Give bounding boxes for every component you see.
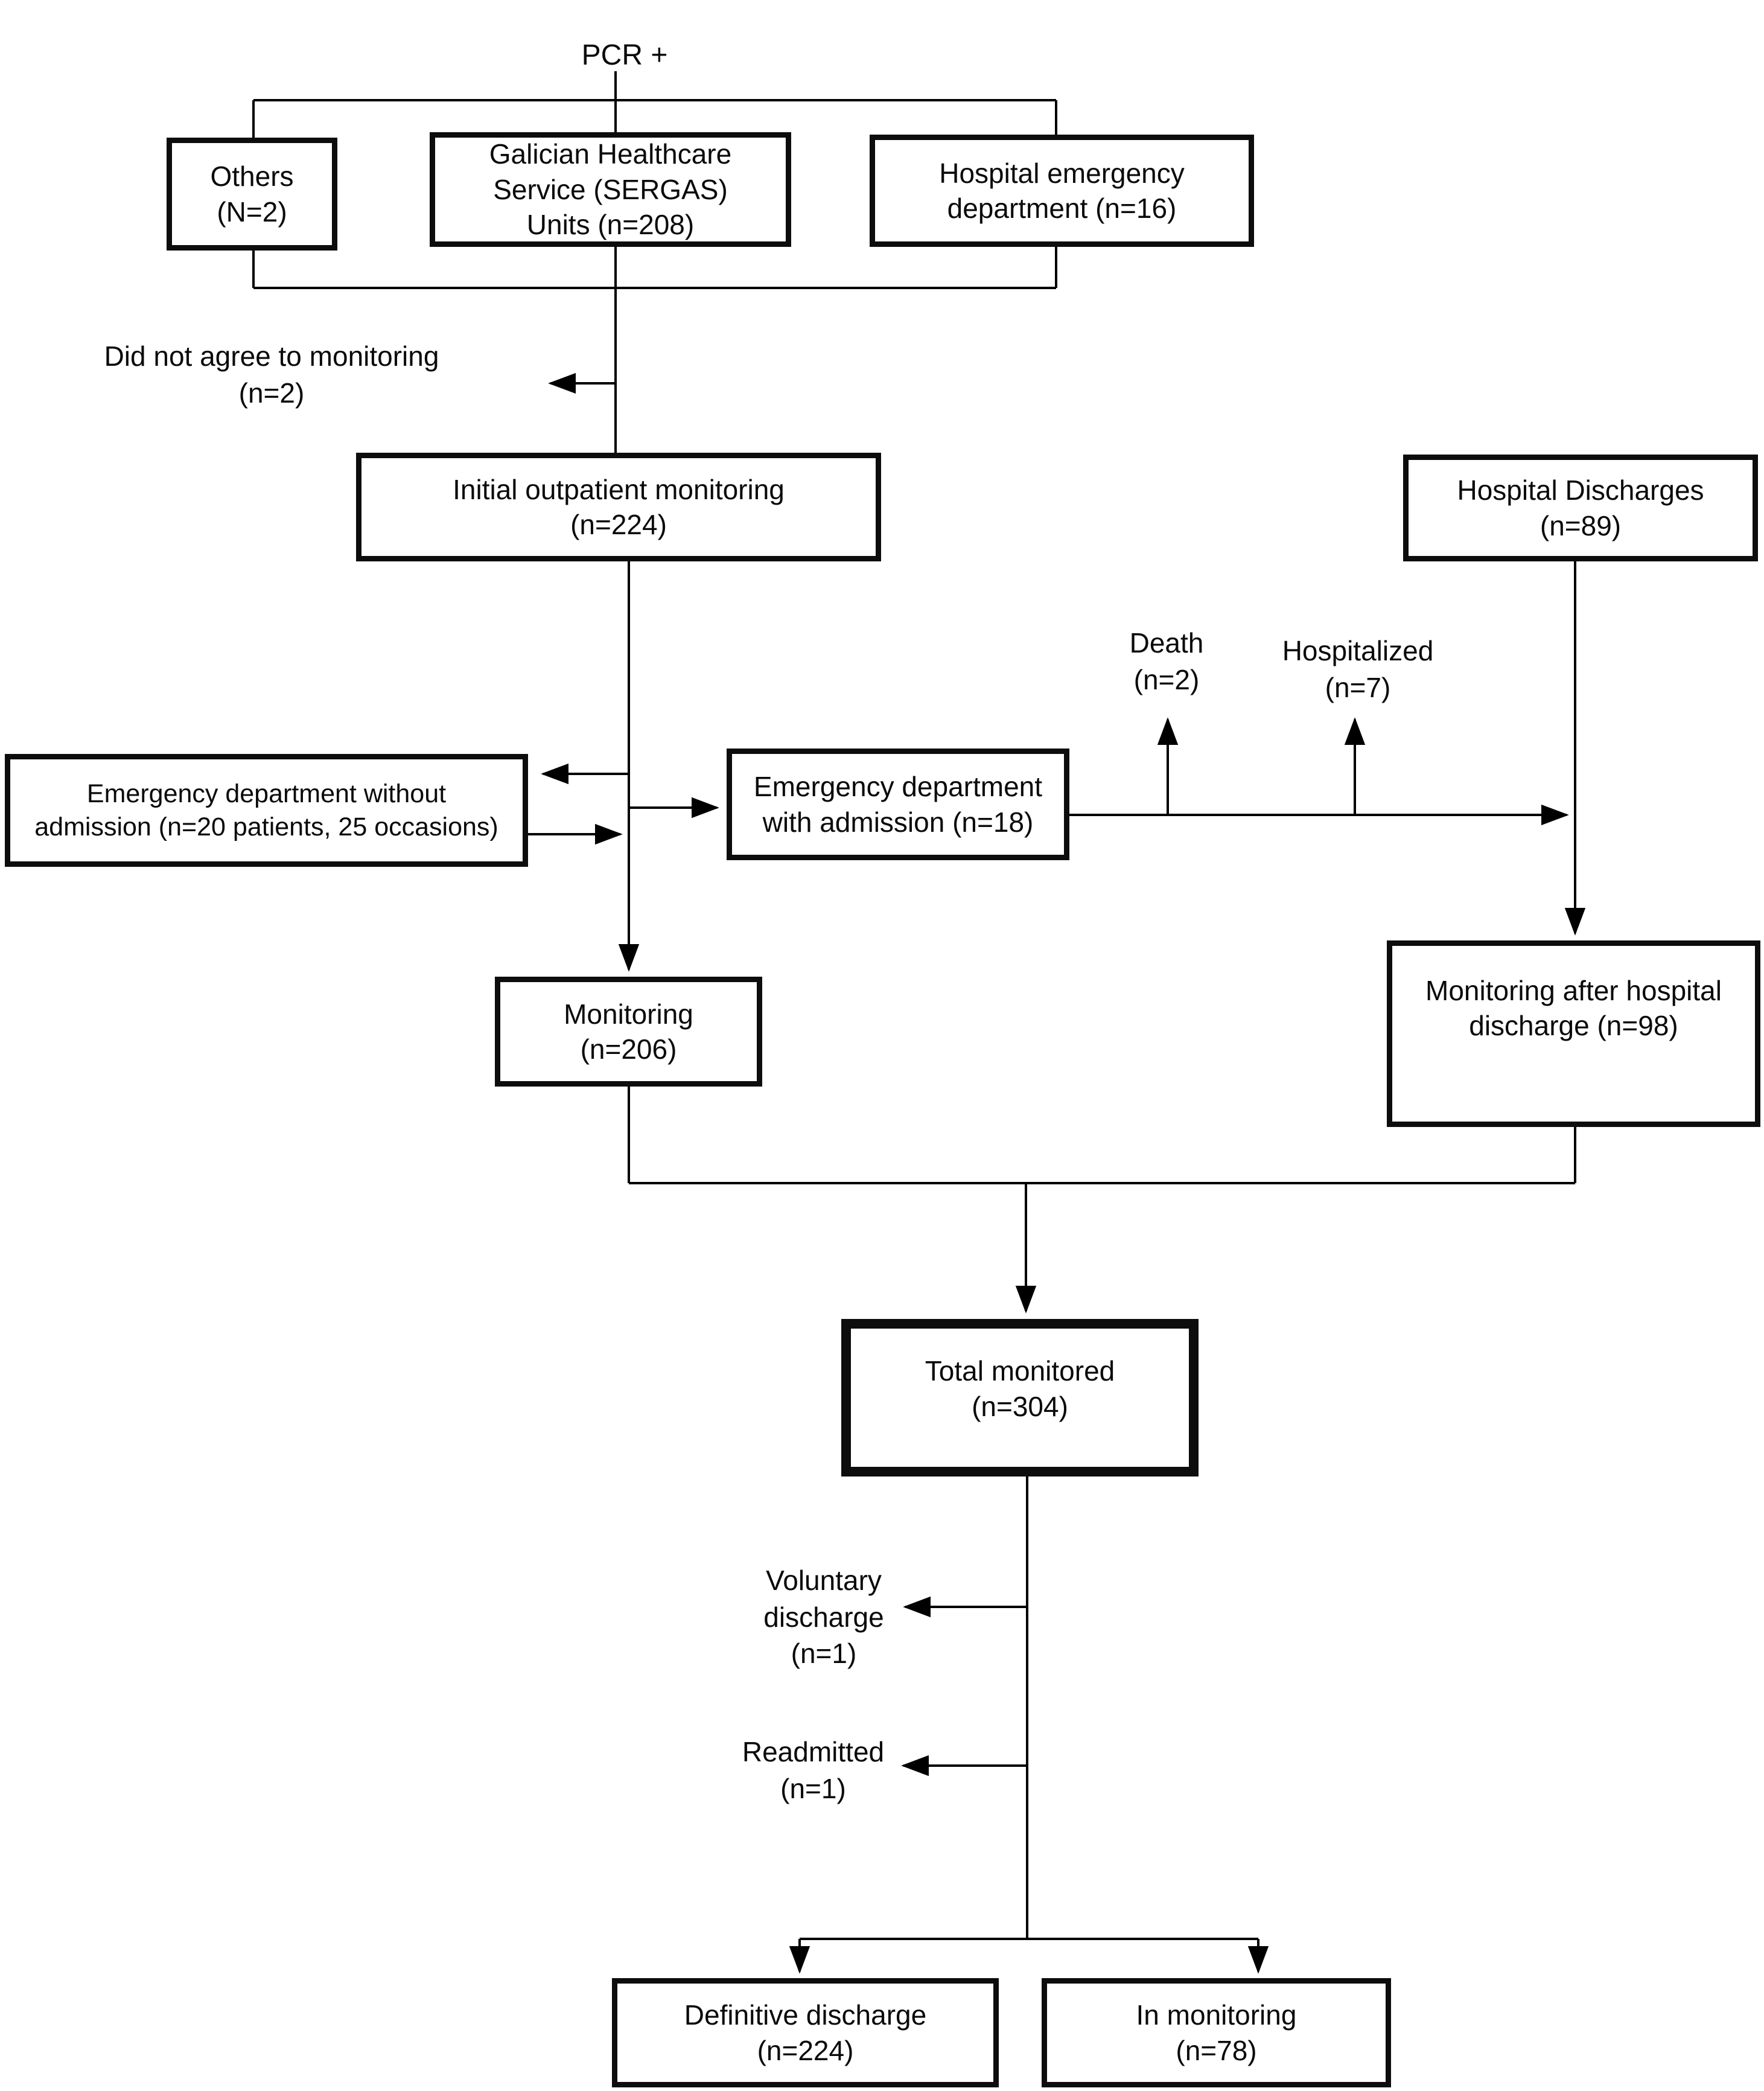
node-ed-without-admission-label: Emergency department without admission (… [34,779,498,841]
node-monitoring-after-discharge-label: Monitoring after hospital discharge (n=9… [1425,975,1722,1042]
label-pcr-positive: PCR + [581,39,668,71]
connector-total-to-final [789,1476,1269,1974]
label-readmitted: Readmitted (n=1) [742,1736,885,1804]
node-sergas-units-label: Galician Healthcare Service (SERGAS) Uni… [489,138,732,241]
label-death: Death (n=2) [1129,627,1204,695]
node-monitoring: Monitoring (n=206) [495,977,762,1087]
node-initial-outpatient-monitoring-label: Initial outpatient monitoring (n=224) [453,473,785,540]
node-ed-with-admission-label: Emergency department with admission (n=1… [753,771,1043,838]
node-ed-with-admission: Emergency department with admission (n=1… [727,749,1069,860]
label-did-not-agree: Did not agree to monitoring (n=2) [104,340,439,409]
node-in-monitoring-label: In monitoring (n=78) [1136,1999,1297,2066]
node-total-monitored-label: Total monitored (n=304) [925,1355,1115,1422]
node-monitoring-label: Monitoring (n=206) [564,998,693,1065]
label-hospitalized: Hospitalized (n=7) [1282,635,1434,703]
node-definitive-discharge-label: Definitive discharge (n=224) [684,1999,927,2066]
node-monitoring-after-discharge: Monitoring after hospital discharge (n=9… [1387,940,1760,1127]
node-total-monitored: Total monitored (n=304) [841,1319,1199,1476]
connector-merge-to-total [628,1087,1576,1314]
node-definitive-discharge: Definitive discharge (n=224) [612,1978,999,2087]
node-hospital-emergency-department: Hospital emergency department (n=16) [870,135,1254,247]
connector-sources-to-initial [252,247,1057,453]
node-in-monitoring: In monitoring (n=78) [1042,1978,1391,2087]
node-hospital-discharges-label: Hospital Discharges (n=89) [1457,474,1704,541]
node-others: Others (N=2) [167,138,337,251]
node-others-label: Others (N=2) [210,161,294,228]
node-initial-outpatient-monitoring: Initial outpatient monitoring (n=224) [356,453,881,561]
node-ed-without-admission: Emergency department without admission (… [5,754,528,867]
node-hospital-emergency-department-label: Hospital emergency department (n=16) [939,157,1185,224]
node-sergas-units: Galician Healthcare Service (SERGAS) Uni… [430,132,791,247]
connector-pcr-to-sources [252,71,1057,138]
connector-admission-outcomes [1069,717,1569,826]
node-hospital-discharges: Hospital Discharges (n=89) [1403,455,1758,561]
label-voluntary-discharge: Voluntary discharge (n=1) [763,1565,884,1670]
connector-initial-to-monitoring [528,561,719,972]
